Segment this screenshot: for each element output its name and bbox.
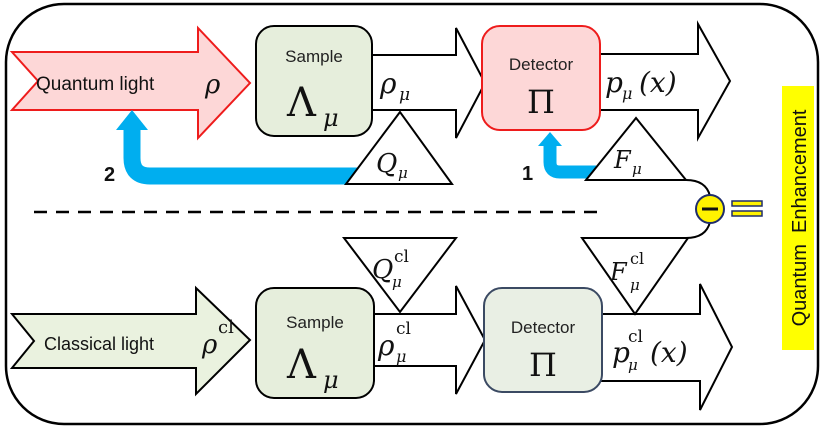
svg-text:(x): (x) xyxy=(639,66,677,99)
quantum-detector-label: Detector xyxy=(509,55,574,74)
feedback-arrow-1-label: 1 xyxy=(522,163,533,185)
quantum-sample-symbol: Λ xyxy=(286,80,317,126)
quantum-output-label: p μ (x) xyxy=(605,66,677,103)
svg-text:μ: μ xyxy=(630,276,640,294)
svg-text:cl: cl xyxy=(394,247,409,267)
svg-text:p: p xyxy=(612,336,630,369)
svg-text:cl: cl xyxy=(628,327,643,347)
svg-text:μ: μ xyxy=(628,356,638,374)
quantum-qfi-symbol: Q xyxy=(376,149,397,179)
svg-text:Q: Q xyxy=(372,255,393,285)
svg-text:μ: μ xyxy=(622,84,632,103)
classical-detector-symbol: Π xyxy=(529,346,557,384)
classical-state-label: ρ cl μ xyxy=(377,319,411,366)
quantum-cfi-sub: μ xyxy=(632,160,642,178)
feedback-arrow-2-head xyxy=(116,110,148,130)
classical-sample-label: Sample xyxy=(286,313,344,332)
svg-text:μ: μ xyxy=(396,347,406,366)
svg-text:ρ: ρ xyxy=(377,329,395,362)
classical-sample-box xyxy=(255,287,375,399)
classical-qfi-triangle xyxy=(341,237,459,314)
classical-qfi-label: Q cl μ xyxy=(372,247,409,291)
quantum-qfi-triangle xyxy=(344,110,454,185)
quantum-light-symbol: ρ xyxy=(204,70,221,100)
feedback-arrow-2-label: 2 xyxy=(104,164,115,186)
svg-text:F: F xyxy=(609,258,628,286)
classical-cfi-triangle xyxy=(580,237,690,316)
quantum-output-arrow xyxy=(597,20,732,142)
quantum-cfi-symbol: F xyxy=(613,146,632,174)
quantum-cfi-triangle xyxy=(583,116,689,181)
quantum-state-label: ρ μ xyxy=(379,67,410,105)
enhancement-label: Quantum Enhancement xyxy=(789,109,811,326)
classical-output-label: p cl μ (x) xyxy=(612,327,688,374)
classical-detector-label: Detector xyxy=(511,318,576,337)
quantum-state-arrow xyxy=(367,27,487,139)
svg-text:ρ: ρ xyxy=(201,330,218,360)
quantum-sample-label: Sample xyxy=(285,47,343,66)
feedback-arrow-1 xyxy=(543,146,596,179)
classical-state-arrow xyxy=(367,285,487,395)
classical-light-symbol: ρ cl xyxy=(201,317,234,360)
svg-text:ρ: ρ xyxy=(379,67,397,100)
connector-quantum xyxy=(685,179,711,197)
classical-output-arrow xyxy=(599,283,734,411)
classical-detector-box xyxy=(483,287,603,393)
quantum-detector-box xyxy=(481,25,601,131)
quantum-sample-sub: μ xyxy=(323,104,339,132)
quantum-light-arrow xyxy=(9,25,252,141)
svg-text:cl: cl xyxy=(630,249,644,268)
equals-sign xyxy=(731,200,763,217)
svg-text:μ: μ xyxy=(392,273,402,291)
quantum-detector-symbol: Π xyxy=(527,83,555,121)
enhancement-highlight xyxy=(782,86,814,350)
quantum-sample-box xyxy=(255,25,373,137)
svg-text:cl: cl xyxy=(218,317,234,338)
classical-light-arrow xyxy=(9,285,252,397)
quantum-light-label: Quantum light xyxy=(36,74,155,95)
classical-sample-sub: μ xyxy=(323,366,339,394)
classical-light-label: Classical light xyxy=(44,334,154,354)
svg-text:μ: μ xyxy=(399,85,410,105)
feedback-arrow-2 xyxy=(123,128,362,185)
svg-text:p: p xyxy=(605,66,623,99)
svg-text:cl: cl xyxy=(396,319,411,339)
quantum-qfi-sub: μ xyxy=(398,164,408,182)
feedback-arrow-1-head xyxy=(538,132,562,146)
classical-cfi-label: F cl μ xyxy=(609,249,644,294)
svg-text:(x): (x) xyxy=(650,336,688,369)
classical-sample-symbol: Λ xyxy=(286,342,317,388)
